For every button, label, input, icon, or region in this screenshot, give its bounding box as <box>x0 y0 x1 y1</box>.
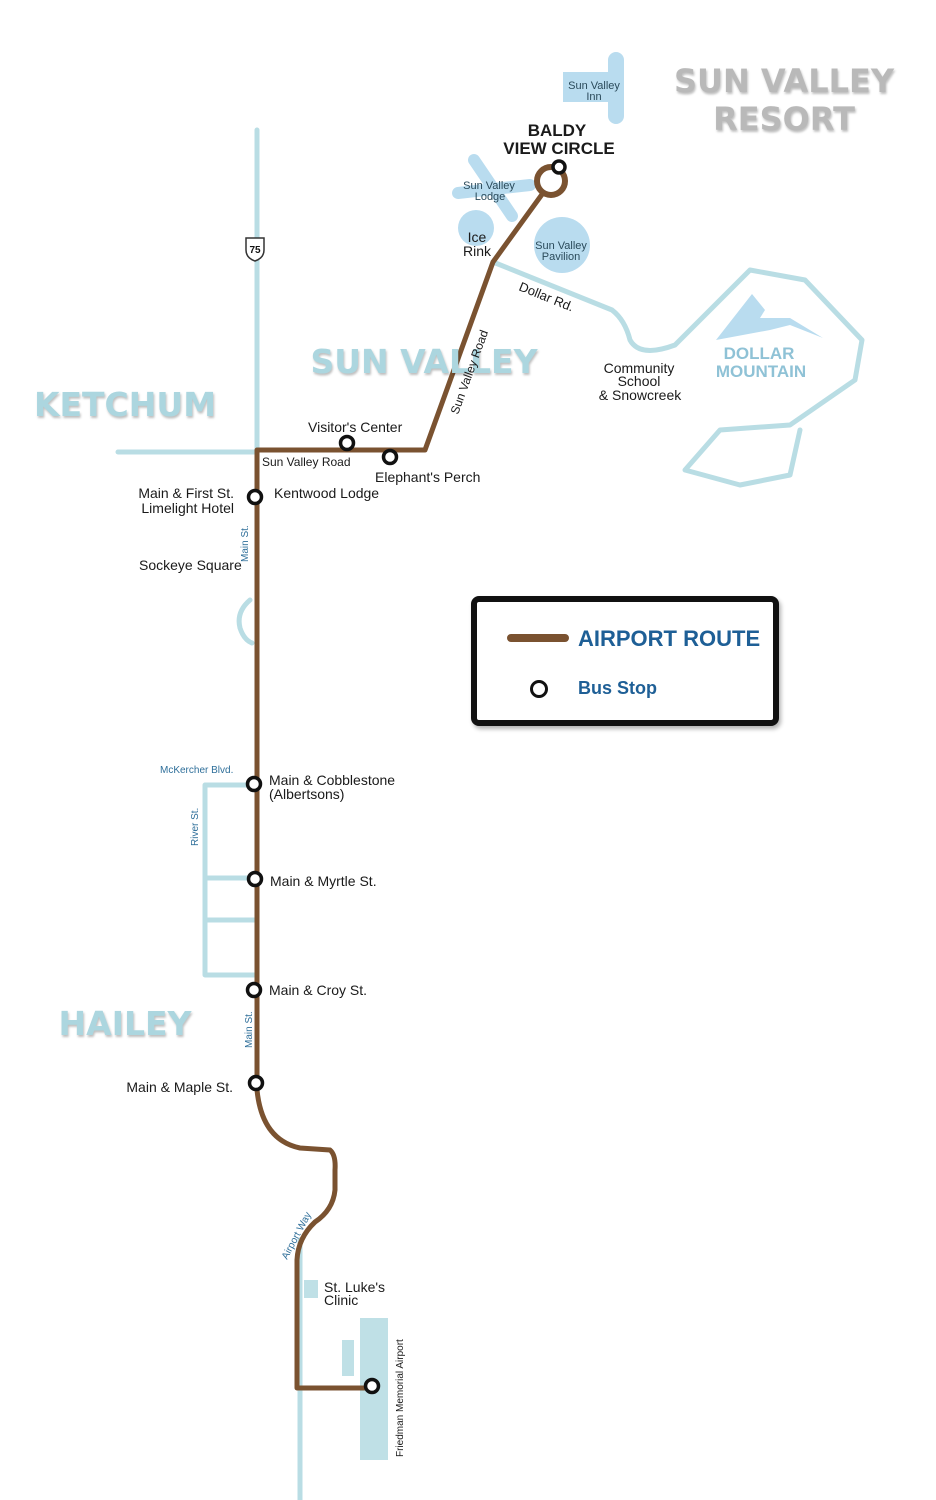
airport-building-shape <box>342 1340 354 1376</box>
main-st-ketchum-label: Main St. <box>240 525 251 562</box>
pavilion-shape <box>534 217 590 273</box>
dollar-road <box>490 259 865 488</box>
main-st-hailey-label: Main St. <box>244 1011 255 1048</box>
pavilion-label-2: Pavilion <box>542 251 581 263</box>
cobblestone-label-1: Main & Cobblestone <box>269 772 395 788</box>
legend-route-label: AIRPORT ROUTE <box>578 626 761 651</box>
mckercher-label: McKercher Blvd. <box>160 765 233 776</box>
legend-stop-label: Bus Stop <box>578 678 657 698</box>
stop-baldy-view-circle[interactable] <box>551 159 567 175</box>
cobblestone-label-2: (Albertsons) <box>269 786 344 802</box>
stop-elephants-perch[interactable] <box>381 448 399 466</box>
resort-label-line2: RESORT <box>713 100 855 138</box>
ice-rink-shape <box>458 210 494 246</box>
sockeye-square-label: Sockeye Square <box>139 557 242 573</box>
ketchum-label: KETCHUM <box>34 385 216 424</box>
stop-main-cobblestone[interactable] <box>245 775 263 793</box>
route-line <box>254 190 546 1391</box>
route-swatch <box>507 634 569 642</box>
rink-label-1: Ice <box>468 229 487 245</box>
school-label-1: Community <box>604 360 675 376</box>
stop-main-croy[interactable] <box>245 981 263 999</box>
highway-75-shield: 75 <box>245 237 265 262</box>
clinic-label-2: Clinic <box>324 1292 358 1308</box>
map-legend: AIRPORT ROUTE Bus Stop <box>471 596 779 726</box>
river-st-label: River St. <box>190 808 201 846</box>
stop-main-maple[interactable] <box>247 1074 265 1092</box>
lodge-label-1: Sun Valley <box>463 180 515 192</box>
school-label-3: & Snowcreek <box>599 387 682 403</box>
sun-valley-road-label: Sun Valley Road <box>262 455 351 469</box>
lodge-label-2: Lodge <box>475 191 506 203</box>
bus-stop-icon <box>530 680 548 698</box>
sun-valley-label: SUN VALLEY <box>310 342 538 381</box>
stop-main-myrtle[interactable] <box>246 870 264 888</box>
stop-main-first[interactable] <box>246 488 264 506</box>
clinic-label-1: St. Luke's <box>324 1279 385 1295</box>
mountain-icon <box>716 294 823 340</box>
rink-label-2: Rink <box>463 243 492 259</box>
visitors-center-label: Visitor's Center <box>308 419 403 435</box>
baldy-label-1: BALDY <box>528 121 587 140</box>
kentwood-lodge-label: Kentwood Lodge <box>274 485 379 501</box>
elephants-perch-label: Elephant's Perch <box>375 469 480 485</box>
pavilion-label-1: Sun Valley <box>535 240 587 252</box>
airport-label: Friedman Memorial Airport <box>395 1339 406 1457</box>
landmark-shapes <box>304 52 823 1460</box>
stop-airport[interactable] <box>363 1377 381 1395</box>
highway-shield-number: 75 <box>249 245 261 256</box>
resort-label-line1: SUN VALLEY <box>674 62 895 100</box>
bus-stops <box>245 159 567 1395</box>
maple-label: Main & Maple St. <box>126 1079 233 1095</box>
sun-valley-lodge-shape <box>452 154 536 222</box>
baldy-label-2: VIEW CIRCLE <box>503 139 614 158</box>
inn-label-1: Sun Valley <box>568 80 620 92</box>
baldy-loop <box>534 164 568 198</box>
school-label-2: School <box>618 373 661 389</box>
inn-label-2: Inn <box>586 91 601 103</box>
main-first-label-2: Limelight Hotel <box>141 500 234 516</box>
myrtle-label: Main & Myrtle St. <box>270 873 377 889</box>
hailey-grid-roads <box>202 782 258 978</box>
airport-route <box>254 164 568 1391</box>
dollar-mountain-label-line1: DOLLAR <box>724 344 795 363</box>
clinic-shape <box>304 1280 318 1298</box>
stop-visitors-center[interactable] <box>338 434 356 452</box>
sun-valley-inn-shape <box>563 52 624 124</box>
hailey-label: HAILEY <box>59 1004 193 1043</box>
dollar-mountain-label-line2: MOUNTAIN <box>716 362 806 381</box>
ketchum-loop-road <box>236 597 255 646</box>
main-first-label-1: Main & First St. <box>138 485 234 501</box>
croy-label: Main & Croy St. <box>269 982 367 998</box>
